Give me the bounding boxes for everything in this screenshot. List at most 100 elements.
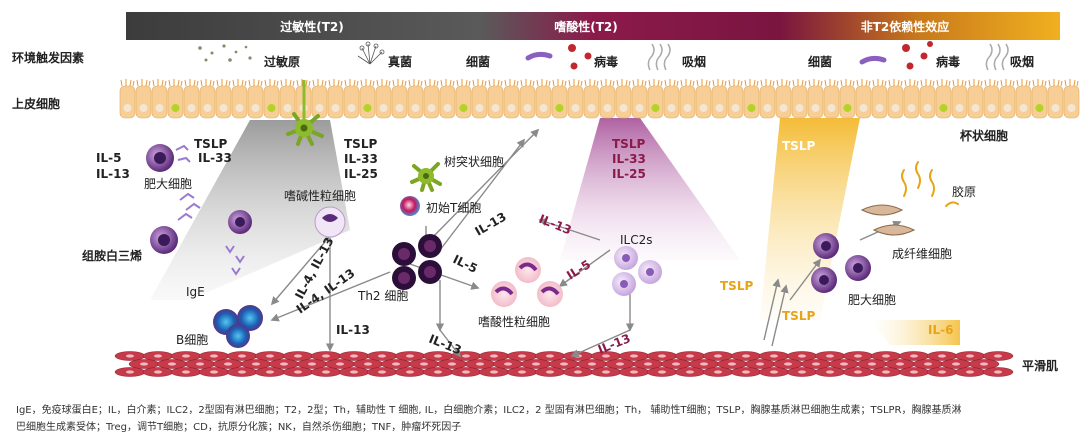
cilia (360, 79, 375, 87)
cyto-il5-a: IL-5 (451, 252, 480, 276)
cilia (248, 79, 263, 87)
muscle-nucleus (238, 354, 246, 358)
muscle-nucleus (434, 354, 442, 358)
epithelial-nucleus (219, 104, 228, 112)
muscle-nucleus (364, 362, 372, 366)
cilia (536, 79, 551, 87)
muscle-nucleus (126, 370, 134, 374)
muscle-nucleus (518, 370, 526, 374)
epithelial-cell (519, 85, 536, 119)
cilia (680, 79, 695, 87)
muscle-nucleus (952, 362, 960, 366)
epithelial-cell (535, 85, 552, 119)
cilia (888, 79, 903, 87)
label-eosinophil: 嗜酸性粒细胞 (478, 314, 550, 329)
muscle-nucleus (910, 354, 918, 358)
muscle-nucleus (322, 370, 330, 374)
header-allergic: 过敏性(T2) (280, 19, 344, 34)
header-bar (126, 12, 1060, 40)
muscle-nucleus (896, 362, 904, 366)
epithelial-nucleus (123, 104, 132, 112)
epithelial-cell (151, 85, 168, 119)
cilia (872, 79, 887, 87)
cilia (312, 79, 327, 87)
epithelial-cell (423, 85, 440, 119)
label-goblet: 杯状细胞 (960, 128, 1008, 143)
cilia (424, 79, 439, 87)
muscle-nucleus (728, 362, 736, 366)
muscle-nucleus (350, 354, 358, 358)
cilia (648, 79, 663, 87)
cilia (1000, 79, 1015, 87)
label-collagen: 胶原 (952, 184, 976, 199)
footnote: IgE，免疫球蛋白E；IL，白介素；ILC2，2型固有淋巴细胞；T2，2型；Th… (16, 402, 1066, 436)
label-epithelium: 上皮细胞 (12, 96, 60, 111)
epithelial-cell (935, 85, 952, 119)
muscle-nucleus (322, 354, 330, 358)
muscle-nucleus (966, 354, 974, 358)
muscle-nucleus (350, 370, 358, 374)
epithelial-nucleus (347, 104, 356, 112)
epithelial-cell (375, 85, 392, 119)
epithelial-nucleus (587, 104, 596, 112)
muscle-nucleus (518, 354, 526, 358)
muscle-nucleus (168, 362, 176, 366)
goblet-cell-nucleus (171, 104, 180, 112)
epithelial-cell (887, 85, 904, 119)
trigger-smoke-2: 吸烟 (1010, 55, 1034, 69)
cilia (376, 79, 391, 87)
footnote-line-1: IgE，免疫球蛋白E；IL，白介素；ILC2，2型固有淋巴细胞；T2，2型；Th… (16, 405, 962, 416)
muscle-nucleus (210, 370, 218, 374)
epithelial-cell (807, 85, 824, 119)
muscle-nucleus (658, 370, 666, 374)
epithelial-nucleus (987, 104, 996, 112)
cilia (984, 79, 999, 87)
epithelial-cell (839, 85, 856, 119)
dendritic-cell-2 (410, 162, 442, 192)
cyto-il25-2: IL-25 (344, 167, 378, 181)
cilia (232, 79, 247, 87)
epithelial-cell (855, 85, 872, 119)
muscle-nucleus (686, 354, 694, 358)
epithelial-cell (791, 85, 808, 119)
muscle-nucleus (210, 354, 218, 358)
epithelial-nucleus (635, 104, 644, 112)
cilia (696, 79, 711, 87)
muscle-nucleus (238, 370, 246, 374)
cyto-mast-il5: IL-5 (96, 151, 121, 165)
epithelial-cell (327, 85, 344, 119)
muscle-nucleus (252, 362, 260, 366)
mast-cells-right (811, 233, 871, 293)
label-env-triggers: 环境触发因素 (12, 50, 84, 65)
muscle-nucleus (378, 354, 386, 358)
epithelial-cell (391, 85, 408, 119)
epithelial-cell (759, 85, 776, 119)
epithelial-cell (919, 85, 936, 119)
epithelial-cell (439, 85, 456, 119)
trigger-virus-2: 病毒 (936, 54, 960, 69)
muscle-nucleus (602, 370, 610, 374)
collagen-fibers-icon (901, 161, 959, 207)
epithelial-nucleus (155, 104, 164, 112)
leukotriene-mediators-icon (177, 192, 201, 221)
trigger-fungi: 真菌 (388, 54, 412, 69)
muscle-nucleus (994, 370, 1002, 374)
epithelial-nucleus (955, 104, 964, 112)
goblet-cell-nucleus (363, 104, 372, 112)
muscle-nucleus (798, 354, 806, 358)
header-eosinophilic: 嗜酸性(T2) (554, 19, 618, 34)
epithelial-cell (487, 85, 504, 119)
muscle-nucleus (770, 354, 778, 358)
muscle-nucleus (910, 370, 918, 374)
muscle-nucleus (154, 370, 162, 374)
th2-cells (392, 234, 442, 290)
label-mast-cell-1: 肥大细胞 (144, 177, 192, 191)
epithelial-cell (279, 85, 296, 119)
muscle-nucleus (630, 354, 638, 358)
muscle-nucleus (294, 370, 302, 374)
epithelial-cell (551, 85, 568, 119)
bacteria-icon-1 (525, 51, 553, 61)
muscle-nucleus (826, 370, 834, 374)
epithelial-nucleus (315, 104, 324, 112)
muscle-nucleus (588, 362, 596, 366)
